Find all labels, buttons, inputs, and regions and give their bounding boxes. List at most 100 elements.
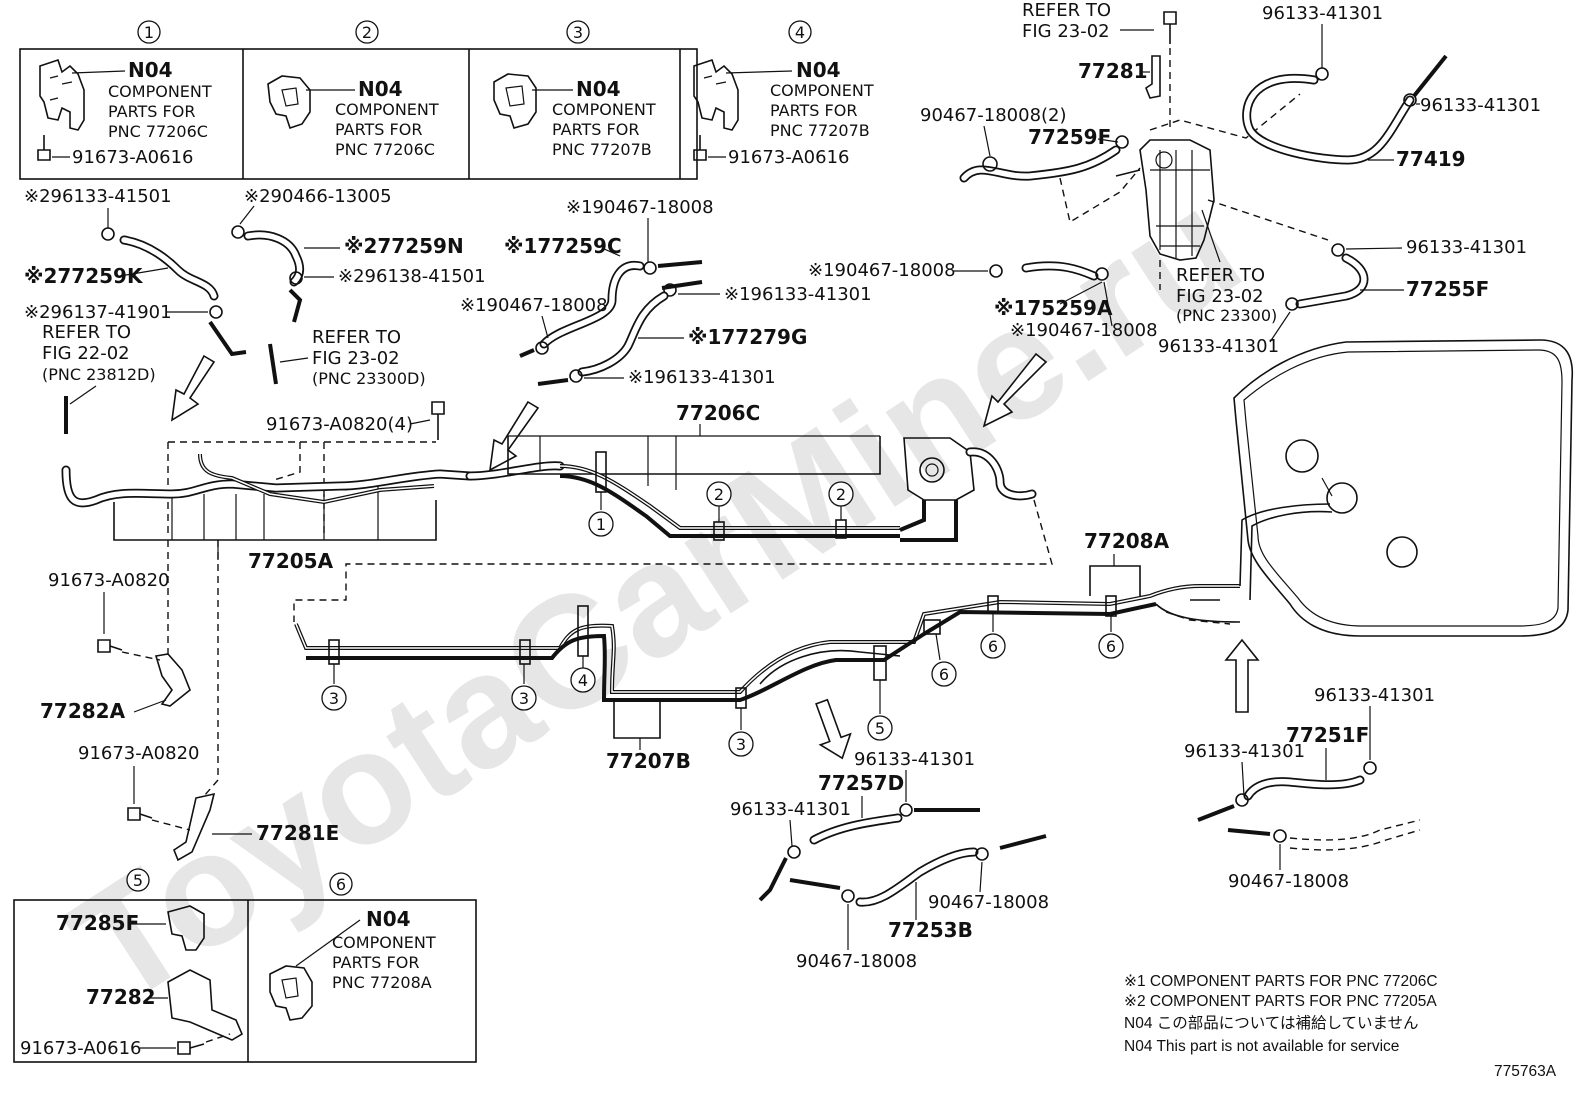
valve-assembly bbox=[899, 437, 1037, 542]
refer-to-label: (PNC 23300D) bbox=[312, 369, 426, 388]
footnote: N04 この部品については補給していません bbox=[1124, 1014, 1419, 1032]
part-number: ※177279G bbox=[688, 325, 807, 349]
part-number: 77253B bbox=[888, 918, 973, 942]
part-number: 77259F bbox=[1028, 125, 1111, 149]
component-note: COMPONENT bbox=[335, 100, 439, 119]
part-number: 77419 bbox=[1396, 147, 1466, 171]
part-number: ※190467-18008 bbox=[460, 295, 608, 316]
part-code: N04 bbox=[358, 77, 403, 101]
svg-text:3: 3 bbox=[519, 689, 529, 708]
component-note: PARTS FOR bbox=[552, 120, 639, 139]
hose-clamp-icon bbox=[841, 889, 855, 903]
part-code: N04 bbox=[128, 58, 173, 82]
component-note: COMPONENT bbox=[108, 82, 212, 101]
callout-3: 3 bbox=[321, 664, 347, 711]
hose-clamp-icon bbox=[1285, 297, 1299, 311]
hose-group-lower-mid: 96133-41301 77257D 96133-41301 90467-180… bbox=[730, 749, 1049, 972]
hose-clamp-icon bbox=[975, 847, 989, 861]
hose-clamp-icon bbox=[209, 305, 223, 319]
part-number: 90467-18008 bbox=[928, 892, 1049, 913]
hose-clamp-icon bbox=[1403, 93, 1417, 107]
hose-group-lower-right: 96133-41301 77251F 96133-41301 90467-180… bbox=[1184, 685, 1435, 892]
detail-box-frame bbox=[19, 48, 698, 180]
bracket-icon bbox=[167, 969, 244, 1041]
part-number: ※177259C bbox=[504, 234, 622, 258]
svg-text:4: 4 bbox=[578, 671, 588, 690]
component-note: PNC 77207B bbox=[770, 121, 870, 140]
part-number: 77207B bbox=[606, 749, 691, 773]
bolt-icon bbox=[97, 639, 123, 653]
bolt-icon bbox=[177, 1041, 205, 1055]
part-number: 77281 bbox=[1078, 59, 1148, 83]
arrow-icon bbox=[982, 352, 1048, 428]
bracket-icon bbox=[173, 792, 216, 862]
detail-box-number: 5 bbox=[133, 871, 143, 890]
hose-clamp-icon bbox=[663, 283, 677, 297]
hose-clamp-icon bbox=[899, 803, 913, 817]
pipe-assembly-lower: 77207B 77208A 3 3 4 3 5 6 6 6 bbox=[294, 529, 1260, 773]
detail-box-number: 1 bbox=[144, 23, 154, 42]
bolt-icon bbox=[37, 135, 51, 161]
svg-text:6: 6 bbox=[988, 637, 998, 656]
part-number: ※196133-41301 bbox=[628, 367, 776, 388]
part-number: 96133-41301 bbox=[1184, 741, 1305, 762]
footnote: N04 This part is not available for servi… bbox=[1124, 1038, 1399, 1055]
part-number: 77282 bbox=[86, 985, 156, 1009]
component-note: COMPONENT bbox=[552, 100, 656, 119]
svg-text:6: 6 bbox=[939, 665, 949, 684]
part-number: ※296133-41501 bbox=[24, 186, 172, 207]
hose-clamp-icon bbox=[1235, 793, 1249, 807]
clamp-icon bbox=[167, 905, 205, 951]
callout-6: 6 bbox=[980, 612, 1006, 659]
refer-to-label: FIG 23-02 bbox=[1022, 21, 1110, 42]
part-number: 91673-A0616 bbox=[728, 147, 849, 168]
hose-clamp-icon bbox=[231, 225, 245, 239]
watermark: ToyotaCarMine.ru bbox=[41, 154, 1269, 1038]
part-number: 96133-41301 bbox=[854, 749, 975, 770]
hose-group-k1: ※190467-18008 ※177259C ※190467-18008 ※19… bbox=[460, 197, 1158, 472]
refer-to-label: REFER TO bbox=[312, 327, 401, 348]
hose-clamp-icon bbox=[989, 264, 1003, 278]
refer-to-label: REFER TO bbox=[1022, 0, 1111, 21]
part-number: ※296137-41901 bbox=[24, 302, 172, 323]
footnote: ※1 COMPONENT PARTS FOR PNC 77206C bbox=[1124, 973, 1438, 990]
hose-clamp-icon bbox=[101, 227, 115, 241]
part-number: 77257D bbox=[818, 771, 904, 795]
detail-box-number: 6 bbox=[336, 875, 346, 894]
callout-3: 3 bbox=[511, 664, 537, 711]
pipe-assembly-upper: 91673-A0820(4) 77205A 77206C bbox=[61, 401, 1053, 622]
hose-clamp-icon bbox=[569, 369, 583, 383]
part-code: N04 bbox=[366, 907, 411, 931]
component-note: PARTS FOR bbox=[770, 101, 857, 120]
svg-text:1: 1 bbox=[596, 515, 606, 534]
part-number: 77285F bbox=[56, 911, 139, 935]
hose-clamp-icon bbox=[643, 261, 657, 275]
part-number: 96133-41301 bbox=[1158, 336, 1279, 357]
part-code: N04 bbox=[576, 77, 621, 101]
part-number: 77255F bbox=[1406, 277, 1489, 301]
refer-to-label: (PNC 23812D) bbox=[42, 365, 156, 384]
callout-3: 3 bbox=[728, 708, 754, 757]
svg-text:2: 2 bbox=[714, 485, 724, 504]
detail-box-row-top: 1 2 3 4 N04 COMPONENT PARTS FOR PNC 7720… bbox=[19, 20, 874, 180]
bolt-icon bbox=[431, 401, 445, 440]
part-number: 77206C bbox=[676, 401, 760, 425]
part-number: 90467-18008 bbox=[796, 951, 917, 972]
part-number: 77251F bbox=[1286, 723, 1369, 747]
arrow-icon bbox=[815, 698, 852, 760]
part-number: ※190467-18008 bbox=[1010, 320, 1158, 341]
svg-text:2: 2 bbox=[836, 485, 846, 504]
part-number: ※196133-41301 bbox=[724, 284, 872, 305]
footnotes: ※1 COMPONENT PARTS FOR PNC 77206C ※2 COM… bbox=[1124, 973, 1557, 1080]
svg-text:3: 3 bbox=[736, 735, 746, 754]
component-note: PARTS FOR bbox=[332, 953, 419, 972]
svg-text:3: 3 bbox=[329, 689, 339, 708]
refer-to-label: REFER TO bbox=[42, 322, 131, 343]
clamp-icon bbox=[693, 58, 739, 131]
bolt-icon bbox=[693, 135, 707, 161]
detail-box-number: 4 bbox=[795, 23, 805, 42]
component-note: COMPONENT bbox=[770, 81, 874, 100]
component-note: PNC 77206C bbox=[335, 140, 435, 159]
refer-to-label: (PNC 23300) bbox=[1176, 306, 1277, 325]
bolt-icon bbox=[127, 807, 153, 821]
